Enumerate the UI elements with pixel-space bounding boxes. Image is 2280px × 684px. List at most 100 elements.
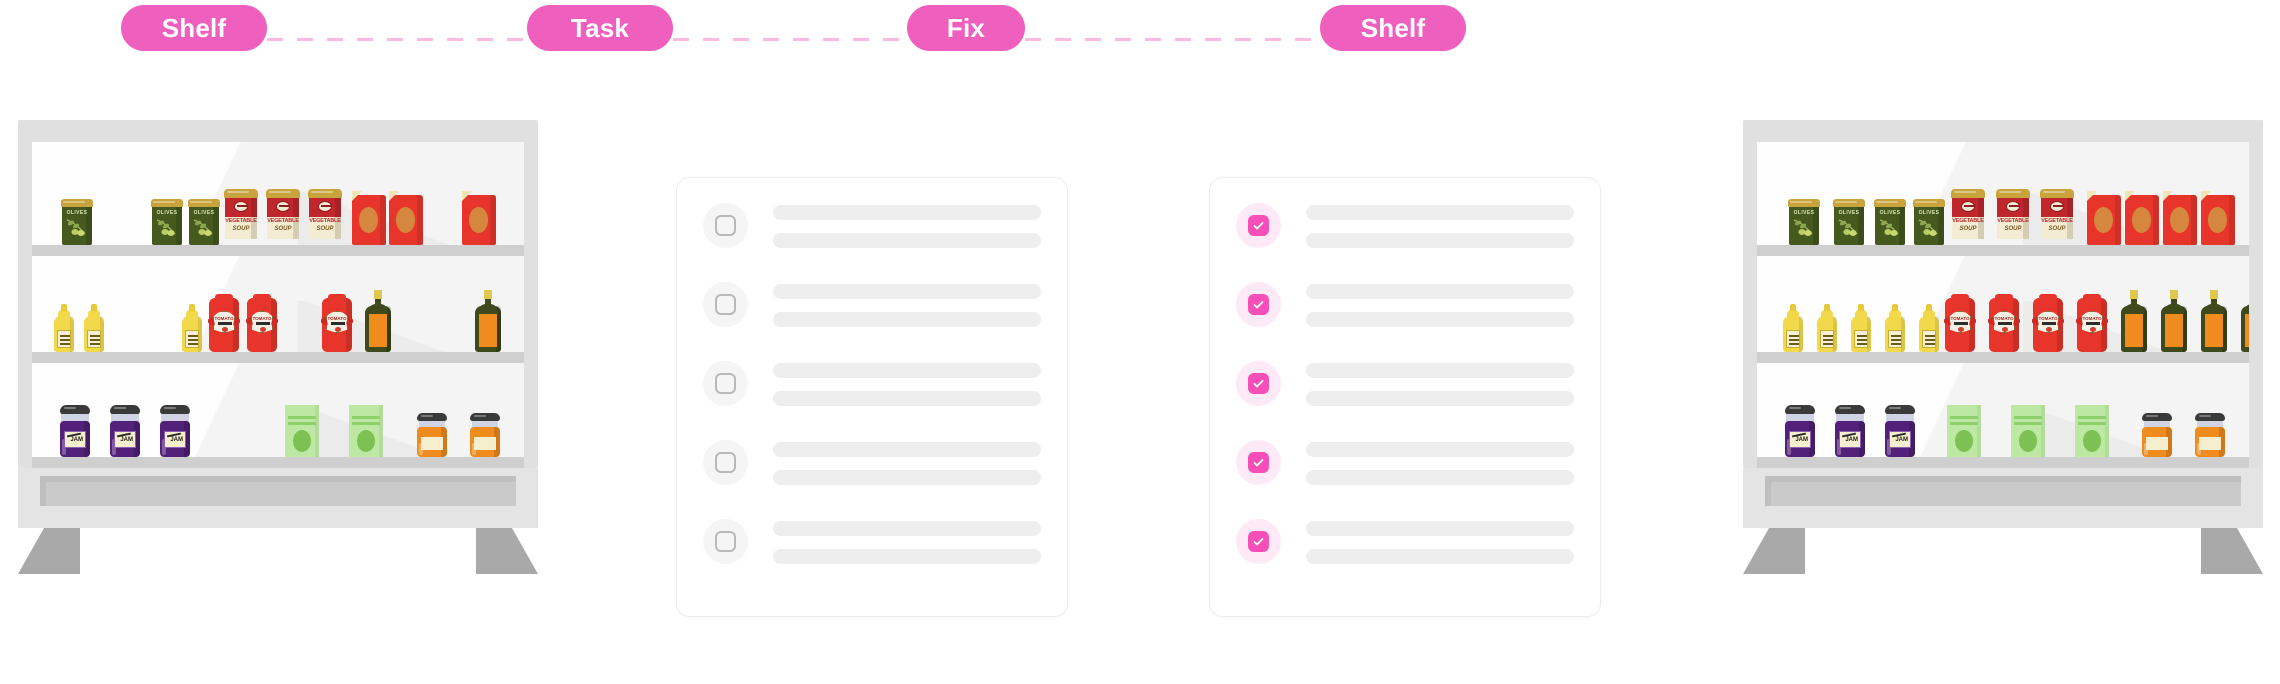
- checkbox-halo: [703, 519, 748, 564]
- flow-step-fix[interactable]: Fix: [907, 5, 1025, 51]
- can-label-text: OLIVES: [1918, 210, 1940, 216]
- checklist-row: [1236, 519, 1574, 567]
- pack-graphic: [1955, 430, 1973, 452]
- jam-jar: JAM: [160, 405, 190, 457]
- fix-checklist-card: [1209, 177, 1601, 617]
- flow-step-task[interactable]: Task: [527, 5, 673, 51]
- shelf-leg-right: [2201, 528, 2263, 574]
- flow-step-shelf-before[interactable]: Shelf: [121, 5, 267, 51]
- orange-jar: [2195, 413, 2225, 457]
- label-line: [1925, 335, 1935, 337]
- bottle-label: TOMATO: [326, 311, 348, 333]
- red-pouch: [2125, 191, 2159, 245]
- bottle-top: [2083, 294, 2101, 302]
- checkbox-unchecked[interactable]: [715, 294, 736, 315]
- checkbox-checked[interactable]: [1248, 373, 1269, 394]
- bottle-top: [215, 294, 233, 302]
- checkbox-halo: [703, 361, 748, 406]
- can-label-text: OLIVES: [66, 210, 88, 216]
- bottle-cap: [91, 304, 97, 311]
- can-label-line1: VEGETABLE: [1997, 218, 2029, 224]
- shelf-base: [1743, 468, 2263, 528]
- checklist-row: [703, 440, 1041, 488]
- olive-can: OLIVES: [1788, 199, 1820, 245]
- jar-lid: [110, 405, 140, 414]
- checkbox-checked[interactable]: [1248, 215, 1269, 236]
- checklist-row: [1236, 203, 1574, 251]
- flow-step-label: Task: [570, 12, 630, 43]
- label-text: JAM: [170, 437, 183, 443]
- flow-step-shelf-after[interactable]: Shelf: [1320, 5, 1466, 51]
- checkbox-halo: [1236, 203, 1281, 248]
- olive-branch-icon: [156, 218, 178, 236]
- can-shading: [1978, 197, 1984, 239]
- bottle-label: [1786, 330, 1800, 348]
- ketchup: TOMATO: [2076, 294, 2108, 352]
- jar-lid: [2195, 413, 2225, 421]
- bottle-label: TOMATO: [213, 311, 235, 333]
- bottle-label: [479, 314, 497, 347]
- bottle-neck: [2171, 298, 2177, 310]
- bottle-top: [253, 294, 271, 302]
- olive-branch-icon: [1838, 218, 1860, 236]
- can-label-text: OLIVES: [1793, 210, 1815, 216]
- jar-lid: [470, 413, 500, 421]
- label-brand: TOMATO: [2082, 316, 2102, 321]
- checkbox-unchecked[interactable]: [715, 452, 736, 473]
- can-seal-emblem: [2006, 201, 2020, 212]
- checkbox-unchecked[interactable]: [715, 373, 736, 394]
- bottle-cap: [2130, 290, 2138, 299]
- label-line: [1823, 335, 1833, 337]
- bottle-cap: [484, 290, 492, 299]
- shelf-gloss: [32, 363, 524, 468]
- label-line: [1789, 339, 1799, 341]
- placeholder-bar-secondary: [773, 391, 1041, 406]
- checklist-row: [1236, 440, 1574, 488]
- pack-stripe: [288, 422, 316, 425]
- pack-graphic: [357, 430, 375, 452]
- checkbox-unchecked[interactable]: [715, 215, 736, 236]
- jam-jar: JAM: [1785, 405, 1815, 457]
- label-line: [60, 339, 70, 341]
- label-text: JAM: [70, 437, 83, 443]
- pouch-graphic: [359, 207, 378, 233]
- label-bar: [2086, 322, 2100, 325]
- pack-stripe: [352, 422, 380, 425]
- pouch-graphic: [2208, 207, 2227, 233]
- flow-step-label: Shelf: [161, 12, 227, 43]
- can-label-line2: SOUP: [2048, 226, 2066, 232]
- oil: [2161, 290, 2187, 352]
- bottle-neck: [485, 298, 491, 310]
- checkbox-checked[interactable]: [1248, 452, 1269, 473]
- checkbox-unchecked[interactable]: [715, 531, 736, 552]
- olive-branch-icon: [1793, 218, 1815, 236]
- checklist-text-placeholder: [773, 442, 1041, 485]
- jam-jar: JAM: [1835, 405, 1865, 457]
- checkbox-checked[interactable]: [1248, 294, 1269, 315]
- bottle-cap: [2170, 290, 2178, 299]
- bottle-cap: [61, 304, 67, 311]
- checkbox-checked[interactable]: [1248, 531, 1269, 552]
- ketchup: TOMATO: [246, 294, 278, 352]
- bottle-label: [1922, 330, 1936, 348]
- pouch-graphic: [396, 207, 415, 233]
- jar-label: JAM: [1789, 431, 1811, 448]
- green-pack: [2011, 405, 2045, 457]
- pack-stripe: [2014, 416, 2042, 419]
- label-bar: [2042, 322, 2056, 325]
- bottle-cap: [2210, 290, 2218, 299]
- shelf-board: [32, 457, 524, 468]
- bottle-cap: [374, 290, 382, 299]
- label-text: JAM: [1795, 437, 1808, 443]
- can-label-line2: SOUP: [232, 226, 250, 232]
- label-line: [188, 335, 198, 337]
- oil: [2121, 290, 2147, 352]
- bottle-neck: [186, 310, 198, 318]
- bottle-label: [1888, 330, 1902, 348]
